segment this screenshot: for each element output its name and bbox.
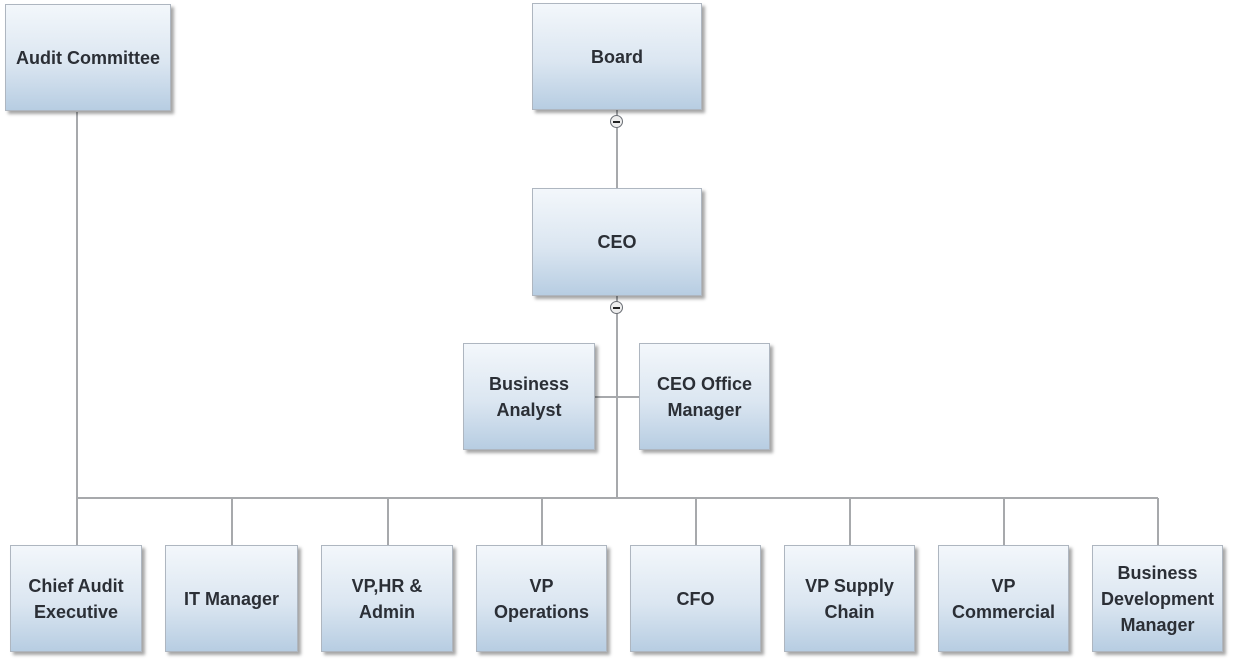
node-board[interactable]: Board [532,3,702,110]
node-label: VP Commercial [951,575,1056,622]
node-label: Board [590,46,643,67]
node-cfo[interactable]: CFO [630,545,761,652]
node-business-development-manager[interactable]: Business Development Manager [1092,545,1223,652]
node-audit-committee[interactable]: Audit Committee [5,4,171,111]
node-ceo[interactable]: CEO [532,188,702,296]
node-vp-supply-chain[interactable]: VP Supply Chain [784,545,915,652]
node-label: Business Analyst [488,373,570,420]
node-label: VP Supply Chain [805,575,894,622]
node-label: CEO Office Manager [656,373,753,420]
collapse-toggle-icon[interactable] [610,115,623,128]
node-label: VP Operations [493,575,590,622]
node-it-manager[interactable]: IT Manager [165,545,298,652]
node-chief-audit-executive[interactable]: Chief Audit Executive [10,545,142,652]
node-label: VP,HR & Admin [351,575,423,622]
node-vp-commercial[interactable]: VP Commercial [938,545,1069,652]
node-label: IT Manager [183,588,280,609]
node-label: Business Development Manager [1100,562,1215,635]
node-label: CEO [597,232,637,252]
node-label: Chief Audit Executive [28,575,124,622]
collapse-toggle-icon[interactable] [610,301,623,314]
node-label: Audit Committee [16,47,160,68]
node-label: CFO [676,588,715,609]
node-ceo-office-manager[interactable]: CEO Office Manager [639,343,770,450]
node-vp-hr-admin[interactable]: VP,HR & Admin [321,545,453,652]
node-vp-operations[interactable]: VP Operations [476,545,607,652]
node-business-analyst[interactable]: Business Analyst [463,343,595,450]
